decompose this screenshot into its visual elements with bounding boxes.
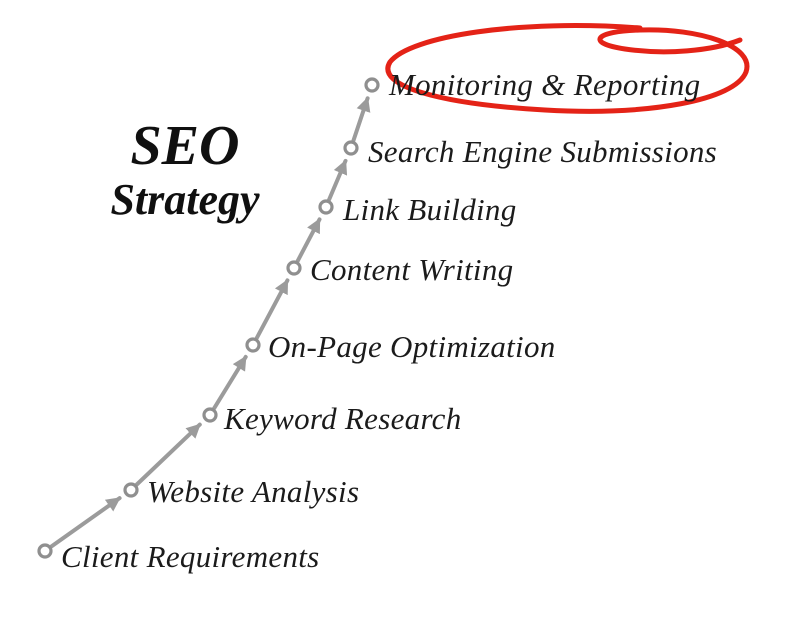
step-marker	[37, 543, 53, 559]
arrow-segment	[327, 158, 348, 202]
step-label-link-building: Link Building	[343, 192, 517, 227]
arrow-segment	[295, 217, 322, 263]
arrow-segment	[212, 354, 248, 411]
step-label-search-engine-submissions: Search Engine Submissions	[368, 134, 718, 169]
title-strategy: Strategy	[110, 175, 260, 225]
step-marker	[245, 337, 261, 353]
step-marker	[123, 482, 139, 498]
step-label-monitoring-reporting: Monitoring & Reporting	[389, 67, 701, 102]
step-label-content-writing: Content Writing	[310, 252, 514, 287]
flow-arrows	[49, 96, 371, 549]
diagram-title: SEO Strategy	[85, 115, 285, 226]
step-marker	[202, 407, 218, 423]
step-marker	[364, 77, 380, 93]
step-label-website-analysis: Website Analysis	[147, 474, 360, 509]
step-markers	[37, 77, 380, 559]
step-label-on-page-optimization: On-Page Optimization	[268, 329, 556, 364]
arrow-segment	[351, 96, 371, 143]
arrow-segment	[254, 278, 290, 340]
step-marker	[286, 260, 302, 276]
step-marker	[318, 199, 334, 215]
step-marker	[343, 140, 359, 156]
step-label-client-requirements: Client Requirements	[61, 539, 320, 574]
arrow-segment	[49, 496, 122, 549]
arrow-segment	[134, 422, 202, 487]
highlight-ellipse	[385, 23, 750, 114]
step-label-keyword-research: Keyword Research	[224, 401, 462, 436]
title-seo: SEO	[130, 115, 240, 177]
